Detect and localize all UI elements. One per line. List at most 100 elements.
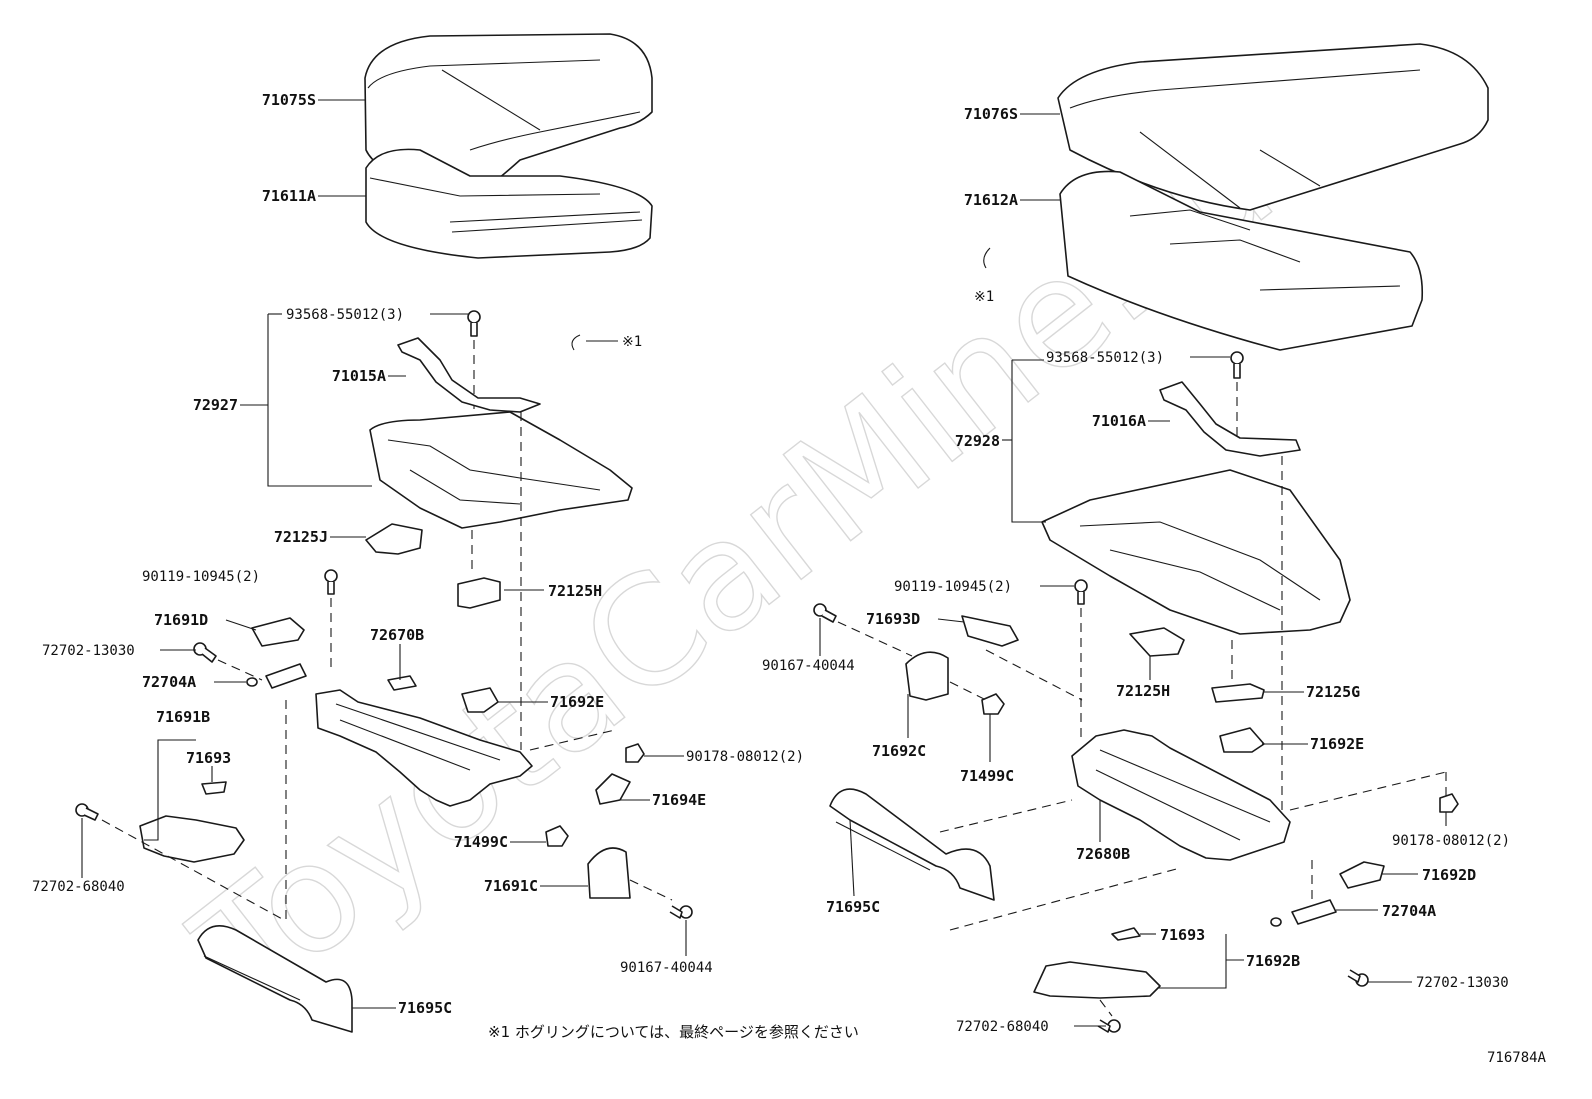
bracket-71015a xyxy=(397,337,541,413)
label-71499c-left: 71499C xyxy=(454,833,508,851)
label-71075s: 71075S xyxy=(262,91,316,109)
bolt-90119-left xyxy=(324,569,338,668)
label-71611a: 71611A xyxy=(262,187,316,205)
grommet-71499c-right xyxy=(981,693,1005,715)
label-72680b: 72680B xyxy=(1076,845,1130,863)
screw-93568-left xyxy=(467,310,481,410)
label-71076s: 71076S xyxy=(964,105,1018,123)
seat-cushion-71612a xyxy=(1059,170,1424,351)
guide-line xyxy=(939,799,1073,833)
trim-71692d xyxy=(1339,861,1385,889)
hog-ring-left xyxy=(571,334,581,351)
label-71695c-right: 71695C xyxy=(826,898,880,916)
label-72702-13030-left: 72702-13030 xyxy=(42,643,135,659)
label-71693-left: 71693 xyxy=(186,749,231,767)
cover-72125h-left xyxy=(457,577,501,609)
label-ring-right: ※1 xyxy=(974,289,994,305)
label-71692e-left: 71692E xyxy=(550,693,604,711)
label-71693d: 71693D xyxy=(866,610,920,628)
pad-71693-left xyxy=(201,781,227,795)
label-72702-13030-right: 72702-13030 xyxy=(1416,975,1509,991)
diagram-code: 716784A xyxy=(1487,1050,1547,1066)
grommet-71499c-left xyxy=(545,825,569,847)
label-90167-left: 90167-40044 xyxy=(620,960,713,976)
label-71694e: 71694E xyxy=(652,791,706,809)
label-71692b: 71692B xyxy=(1246,952,1300,970)
footnote: ※1 ホグリングについては、最終ページを参照ください xyxy=(488,1023,859,1041)
guide-line xyxy=(1289,771,1447,811)
seat-cover-71076s xyxy=(1057,43,1489,211)
trim-71692e-right xyxy=(1219,727,1265,753)
label-90119-right: 90119-10945(2) xyxy=(894,579,1012,595)
label-71612a: 71612A xyxy=(964,191,1018,209)
spring-72704a-left xyxy=(246,663,307,689)
label-93568-left: 93568-55012(3) xyxy=(286,307,404,323)
spring-72704a-right xyxy=(1270,899,1337,927)
label-71015a: 71015A xyxy=(332,367,386,385)
clip-72125j xyxy=(365,523,423,555)
trim-71695c-left xyxy=(197,924,353,1033)
pad-71693-right xyxy=(1111,927,1141,941)
label-72702-68040-left: 72702-68040 xyxy=(32,879,125,895)
nut-90178-left xyxy=(625,743,645,763)
bolt-90167-left xyxy=(669,905,693,919)
seat-cushion-71611a xyxy=(365,148,653,259)
bracket-71692b xyxy=(1033,961,1161,999)
guide-line xyxy=(949,867,1181,931)
seat-pan-72927 xyxy=(369,411,633,529)
bolt-90119-right xyxy=(1074,579,1088,740)
bracket-72670b xyxy=(387,675,417,691)
label-71691c: 71691C xyxy=(484,877,538,895)
label-72927: 72927 xyxy=(193,396,238,414)
label-72125h-left: 72125H xyxy=(548,582,602,600)
bolt-72702-13030-left xyxy=(193,642,263,681)
label-72702-68040-right: 72702-68040 xyxy=(956,1019,1049,1035)
cover-71691c xyxy=(587,847,631,899)
seat-pan-72928 xyxy=(1041,469,1351,635)
label-71016a: 71016A xyxy=(1092,412,1146,430)
trim-71695c-right xyxy=(829,788,995,901)
label-71695c-left: 71695C xyxy=(398,999,452,1017)
label-72125g: 72125G xyxy=(1306,683,1360,701)
label-72125h-right: 72125H xyxy=(1116,682,1170,700)
label-71499c-right: 71499C xyxy=(960,767,1014,785)
leader-lines xyxy=(81,99,1447,1027)
bolt-72702-13030-right xyxy=(1347,969,1369,987)
trim-71692e-left xyxy=(461,687,499,713)
label-90119-left: 90119-10945(2) xyxy=(142,569,260,585)
bracket-71691d xyxy=(251,617,305,647)
label-72704a-left: 72704A xyxy=(142,673,196,691)
cover-72125g xyxy=(1211,683,1265,703)
label-71692d: 71692D xyxy=(1422,866,1476,884)
label-90167-right: 90167-40044 xyxy=(762,658,855,674)
hog-ring-right xyxy=(983,247,991,269)
label-ring-left: ※1 xyxy=(622,334,642,350)
label-71691b: 71691B xyxy=(156,708,210,726)
bracket-71691b xyxy=(139,815,245,863)
label-71692c: 71692C xyxy=(872,742,926,760)
label-71691d: 71691D xyxy=(154,611,208,629)
label-71693-right: 71693 xyxy=(1160,926,1205,944)
label-72928: 72928 xyxy=(955,432,1000,450)
screw-93568-right xyxy=(1230,351,1244,440)
cover-71692c xyxy=(905,651,949,701)
label-93568-right: 93568-55012(3) xyxy=(1046,350,1164,366)
label-90178-right: 90178-08012(2) xyxy=(1392,833,1510,849)
frame-right xyxy=(1071,729,1291,861)
guide-line xyxy=(949,681,987,701)
clip-72125h-right xyxy=(1129,627,1185,657)
trim-71693d xyxy=(961,615,1019,647)
nut-90178-right xyxy=(1439,793,1459,813)
label-71692e-right: 71692E xyxy=(1310,735,1364,753)
bolt-90167-right xyxy=(813,603,913,657)
guide-line xyxy=(1099,999,1113,1017)
guide-line xyxy=(629,879,673,901)
bracket-71016a xyxy=(1159,381,1301,457)
label-72125j: 72125J xyxy=(274,528,328,546)
label-90178-left: 90178-08012(2) xyxy=(686,749,804,765)
label-72670b: 72670B xyxy=(370,626,424,644)
label-72704a-right: 72704A xyxy=(1382,902,1436,920)
bolt-72702-68040-left xyxy=(75,803,285,921)
bracket-71694e xyxy=(595,773,631,805)
